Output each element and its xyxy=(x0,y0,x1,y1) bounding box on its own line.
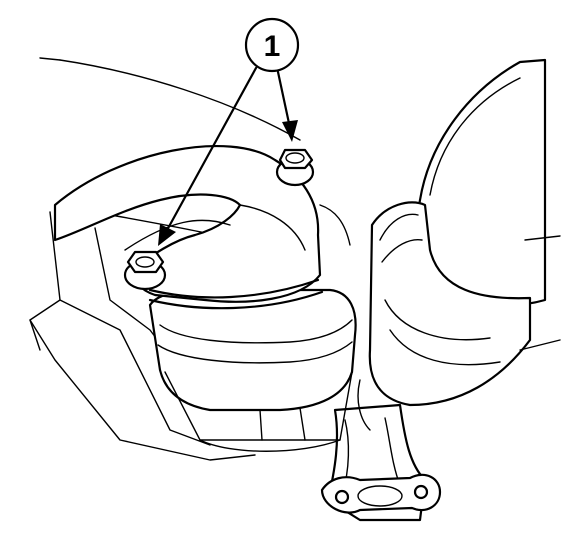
flange-bolt-hole-right xyxy=(413,484,429,500)
leader-arrow-lower xyxy=(164,66,258,234)
flange-bolt-hole-left xyxy=(334,489,350,505)
manifold-bolt-upper xyxy=(275,148,315,187)
pipe-flange xyxy=(320,473,442,514)
callout-1: 1 xyxy=(158,17,300,246)
leader-arrow-upper xyxy=(276,70,292,130)
arrowhead-upper xyxy=(282,120,298,142)
callout-label: 1 xyxy=(264,30,281,63)
arrowhead-lower xyxy=(158,224,176,246)
right-manifold xyxy=(368,58,561,407)
manifold-bolt-lower xyxy=(123,250,167,291)
catalytic-converter xyxy=(148,287,357,452)
callout-circle xyxy=(244,17,300,73)
